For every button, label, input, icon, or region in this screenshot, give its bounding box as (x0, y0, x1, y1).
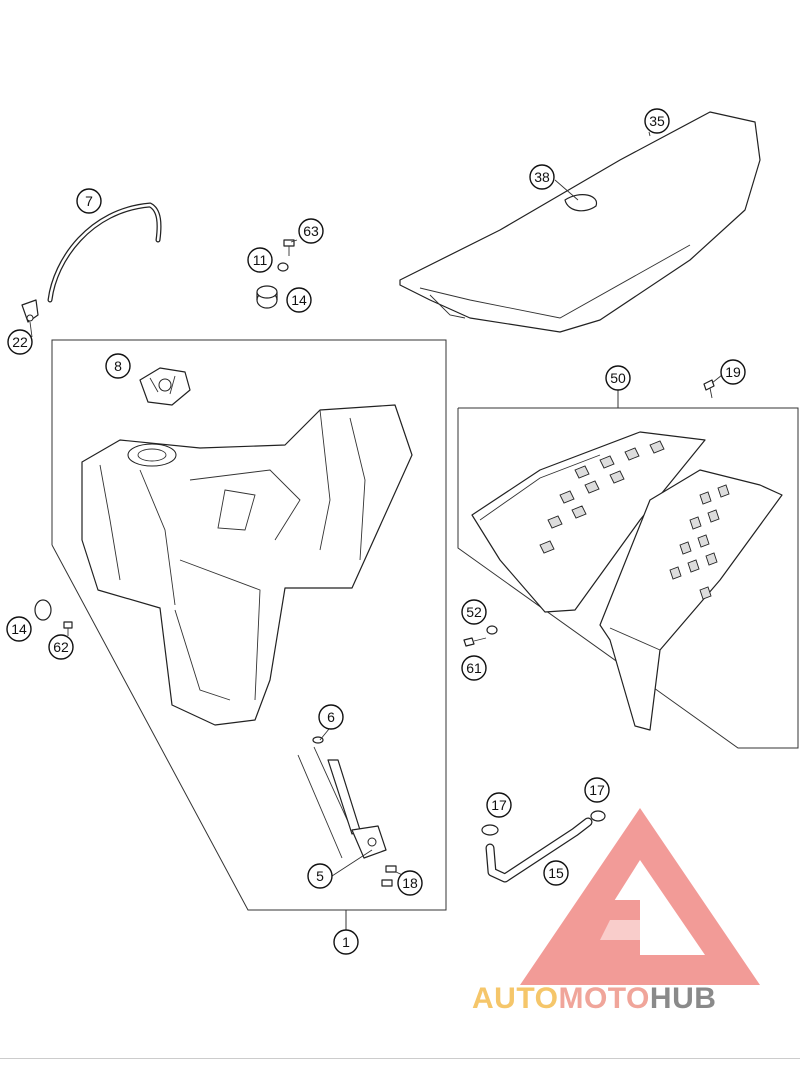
screw-18 (381, 865, 397, 887)
callout-6: 6 (318, 704, 344, 730)
watermark-brand-text: AUTOMOTOHUB (472, 982, 716, 1016)
callout-63-circle (298, 218, 324, 244)
radiator-shroud-left (471, 431, 706, 613)
tank-assembly-frame (51, 339, 447, 911)
callout-15-number: 15 (548, 865, 564, 881)
callout-8-number: 8 (114, 358, 122, 374)
callout-61-circle (461, 655, 487, 681)
o-ring-6 (312, 736, 324, 744)
fuel-cap (139, 367, 191, 406)
washer-52 (486, 625, 498, 635)
callout-14a-circle (286, 287, 312, 313)
callout-8: 8 (105, 353, 131, 379)
callout-1-number: 1 (342, 934, 350, 950)
callout-61: 61 (461, 655, 487, 681)
callout-5-number: 5 (316, 868, 324, 884)
washer-11 (277, 262, 289, 272)
callout-6-number: 6 (327, 709, 335, 725)
callout-14a: 14 (286, 287, 312, 313)
callout-19-circle (720, 359, 746, 385)
callout-50-circle (605, 365, 631, 391)
callout-35-number: 35 (649, 113, 665, 129)
hose-clamp-17b (590, 810, 606, 822)
callout-19-number: 19 (725, 364, 741, 380)
callout-15: 15 (543, 860, 569, 886)
callout-52-circle (461, 599, 487, 625)
hose-clamp-17a (481, 824, 499, 836)
callout-22-number: 22 (12, 334, 28, 350)
callout-11-circle (247, 247, 273, 273)
callout-14b-circle (6, 616, 32, 642)
callout-17a-number: 17 (491, 797, 507, 813)
fuel-tank (81, 404, 413, 726)
fuel-tap (297, 746, 387, 859)
callout-17a: 17 (486, 792, 512, 818)
screw-61 (463, 637, 487, 647)
callout-19: 19 (720, 359, 746, 385)
callout-15-circle (543, 860, 569, 886)
callout-14a-number: 14 (291, 292, 307, 308)
screw-19 (703, 379, 715, 399)
callout-17a-circle (486, 792, 512, 818)
callout-50-number: 50 (610, 370, 626, 386)
callout-6-circle (318, 704, 344, 730)
callout-18-circle (397, 870, 423, 896)
shroud-assembly-frame (457, 407, 799, 749)
watermark-hub: HUB (649, 982, 717, 1015)
callout-1-circle (333, 929, 359, 955)
rubber-bushing-14b (34, 599, 52, 621)
callout-52: 52 (461, 599, 487, 625)
callout-14b-number: 14 (11, 621, 27, 637)
callout-17b: 17 (584, 777, 610, 803)
callout-22: 22 (7, 329, 33, 355)
callout-5: 5 (307, 863, 333, 889)
watermark-moto: MOTO (558, 982, 650, 1015)
watermark-logo-icon (520, 808, 760, 985)
rubber-bushing-14a (256, 285, 278, 309)
callout-63: 63 (298, 218, 324, 244)
breather-hose (47, 202, 162, 303)
callout-22-circle (7, 329, 33, 355)
callout-1: 1 (333, 929, 359, 955)
callout-61-number: 61 (466, 660, 482, 676)
callout-8-circle (105, 353, 131, 379)
callout-50: 50 (605, 365, 631, 391)
callout-7-number: 7 (85, 193, 93, 209)
callout-35: 35 (644, 108, 670, 134)
callout-14b: 14 (6, 616, 32, 642)
callout-38: 38 (529, 164, 555, 190)
seat (399, 111, 761, 333)
callout-18: 18 (397, 870, 423, 896)
screw-63 (283, 239, 295, 256)
callout-38-number: 38 (534, 169, 550, 185)
fuel-hose (485, 817, 593, 883)
callout-7: 7 (76, 188, 102, 214)
callout-52-number: 52 (466, 604, 482, 620)
callout-7-circle (76, 188, 102, 214)
screw-62 (63, 621, 73, 636)
watermark-auto: AUTO (472, 982, 559, 1015)
bottom-rule (0, 1058, 800, 1059)
callout-62-circle (48, 634, 74, 660)
callout-11-number: 11 (253, 252, 268, 268)
callout-11: 11 (247, 247, 273, 273)
shroud-vent-cutouts (539, 440, 730, 600)
hose-elbow (21, 299, 39, 323)
callout-38-circle (529, 164, 555, 190)
radiator-shroud-right (599, 469, 783, 731)
callout-62: 62 (48, 634, 74, 660)
callout-35-circle (644, 108, 670, 134)
callout-62-number: 62 (53, 639, 69, 655)
callout-17b-number: 17 (589, 782, 605, 798)
callout-18-number: 18 (402, 875, 418, 891)
callout-17b-circle (584, 777, 610, 803)
callout-5-circle (307, 863, 333, 889)
callout-63-number: 63 (303, 223, 319, 239)
